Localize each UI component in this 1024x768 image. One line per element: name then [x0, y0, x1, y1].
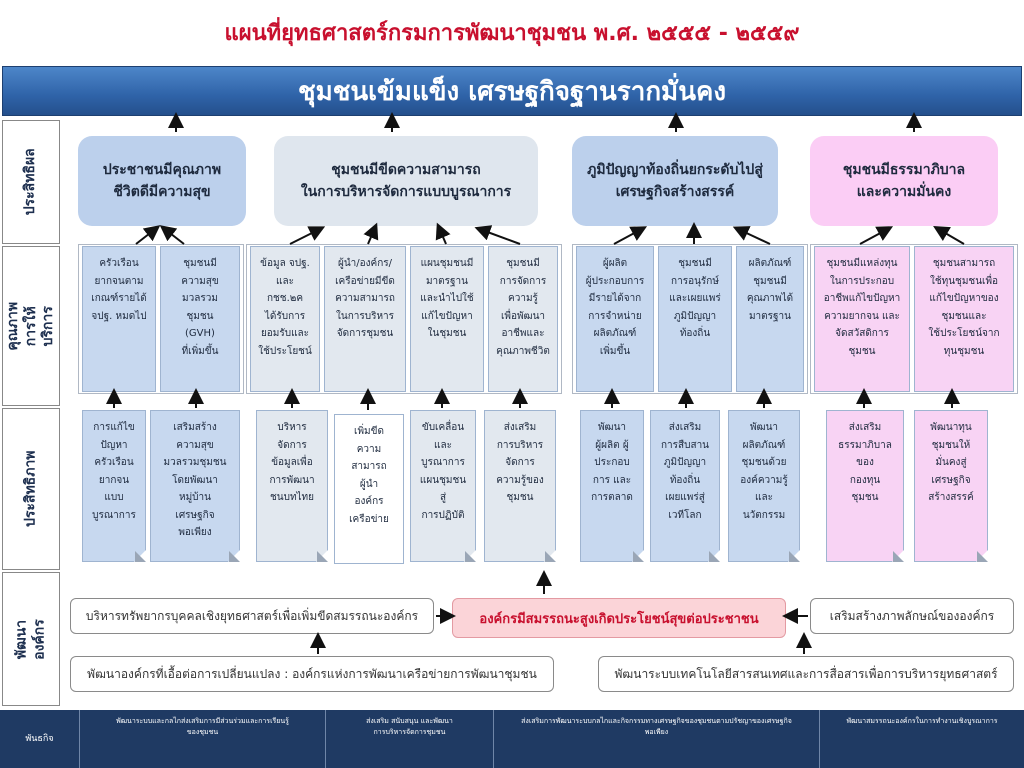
arrow-diag — [363, 222, 379, 245]
perspective-org-development: พัฒนาองค์กร — [2, 572, 60, 706]
page-title: แผนที่ยุทธศาสตร์กรมการพัฒนาชุมชน พ.ศ. ๒๕… — [224, 20, 800, 46]
quality-card: แผนชุมชนมี มาตรฐาน และนำไปใช้ แก้ไขปัญหา… — [410, 246, 484, 392]
arrow-diag — [732, 226, 771, 245]
efficiency-card: พัฒนา ผลิตภัณฑ์ ชุมชนด้วย องค์ความรู้ แล… — [728, 410, 800, 562]
quality-card: ชุมชนมี การอนุรักษ์ และเผยแพร่ ภูมิปัญญา… — [658, 246, 732, 392]
efficiency-card: ส่งเสริม การสืบสาน ภูมิปัญญา ท้องถิ่น เผ… — [650, 410, 720, 562]
efficiency-card: เพิ่มขีด ความ สามารถ ผู้นำ องค์กร เครือข… — [334, 414, 404, 564]
arrow-diag — [289, 226, 326, 245]
quality-card: ชุมชนสามารถ ใช้ทุนชุมชนเพื่อ แก้ไขปัญหาข… — [914, 246, 1014, 392]
efficiency-card: การแก้ไข ปัญหา ครัวเรือน ยากจน แบบ บูรณา… — [82, 410, 146, 562]
mission-label: พันธกิจ — [0, 710, 80, 768]
goal-community-capability: ชุมชนมีขีดความสามารถ ในการบริหารจัดการแบ… — [274, 136, 538, 226]
org-change-box: พัฒนาองค์กรที่เอื้อต่อการเปลี่ยนแปลง : อ… — [70, 656, 554, 692]
arrow-diag — [613, 226, 648, 245]
perspective-quality: คุณภาพ การให้บริการ — [2, 246, 60, 406]
org-hr-box: บริหารทรัพยากรบุคคลเชิงยุทธศาสตร์เพื่อเพ… — [70, 598, 434, 634]
quality-group-1 — [78, 244, 244, 394]
quality-card: ชุมชนมี การจัดการ ความรู้ เพื่อพัฒนา อาช… — [488, 246, 558, 392]
arrow-diag — [435, 222, 451, 245]
mission-item: พัฒนาสมรรถนะองค์กรในการทำงานเชิงบูรณาการ — [846, 717, 998, 725]
mission-item: ส่งเสริมการพัฒนาระบบกลไกและกิจกรรมทางเศร… — [494, 710, 820, 768]
goal-quality-of-life: ประชาชนมีคุณภาพ ชีวิตดีมีความสุข — [78, 136, 246, 226]
efficiency-card: บริหาร จัดการ ข้อมูลเพื่อ การพัฒนา ชนบทไ… — [256, 410, 328, 562]
perspective-efficiency: ประสิทธิภาพ — [2, 408, 60, 570]
perspective-effectiveness: ประสิทธิผล — [2, 120, 60, 244]
arrow-diag — [474, 225, 521, 245]
arrow-diag — [159, 225, 185, 245]
mission-item: ส่งเสริม สนับสนุน และพัฒนา การบริหารจัดก… — [326, 710, 494, 768]
quality-group-4 — [810, 244, 1018, 394]
quality-group-2 — [246, 244, 562, 394]
mission-bar — [0, 710, 1024, 768]
arrow-diag — [135, 225, 161, 245]
quality-card: ผู้ผลิต ผู้ประกอบการ มีรายได้จาก การจำหน… — [576, 246, 654, 392]
goal-local-wisdom: ภูมิปัญญาท้องถิ่นยกระดับไปสู่ เศรษฐกิจสร… — [572, 136, 778, 226]
quality-card: ครัวเรือน ยากจนตาม เกณฑ์รายได้ จปฐ. หมดไ… — [82, 246, 156, 392]
efficiency-card: ขับเคลื่อน และ บูรณาการ แผนชุมชน สู่ การ… — [410, 410, 476, 562]
quality-card: ผลิตภัณฑ์ ชุมชนมี คุณภาพได้ มาตรฐาน — [736, 246, 804, 392]
efficiency-card: ส่งเสริม การบริหาร จัดการ ความรู้ของ ชุม… — [484, 410, 556, 562]
goal-good-governance: ชุมชนมีธรรมาภิบาล และความมั่นคง — [810, 136, 998, 226]
quality-card: ชุมชนมีแหล่งทุน ในการประกอบ อาชีพแก้ไขปั… — [814, 246, 910, 392]
quality-card: ผู้นำ/องค์กร/ เครือข่ายมีขีด ความสามารถ … — [324, 246, 406, 392]
arrow-diag — [859, 226, 894, 245]
arrow-diag — [933, 225, 965, 245]
vision-banner: ชุมชนเข้มแข็ง เศรษฐกิจฐานรากมั่นคง — [2, 66, 1022, 116]
org-ict-box: พัฒนาระบบเทคโนโลยีสารสนเทศและการสื่อสารเ… — [598, 656, 1014, 692]
org-center-goal: องค์กรมีสมรรถนะสูงเกิดประโยชน์สุขต่อประช… — [452, 598, 786, 638]
efficiency-card: เสริมสร้าง ความสุข มวลรวมชุมชน โดยพัฒนา … — [150, 410, 240, 562]
efficiency-card: ส่งเสริม ธรรมาภิบาล ของ กองทุน ชุมชน — [826, 410, 904, 562]
mission-item: พัฒนาระบบและกลไกส่งเสริมการมีส่วนร่วมและ… — [80, 710, 326, 768]
org-image-box: เสริมสร้างภาพลักษณ์ขององค์กร — [810, 598, 1014, 634]
efficiency-card: พัฒนาทุน ชุมชนให้ มั่นคงสู่ เศรษฐกิจ สร้… — [914, 410, 988, 562]
efficiency-card: พัฒนา ผู้ผลิต ผู้ ประกอบ การ และ การตลาด — [580, 410, 644, 562]
